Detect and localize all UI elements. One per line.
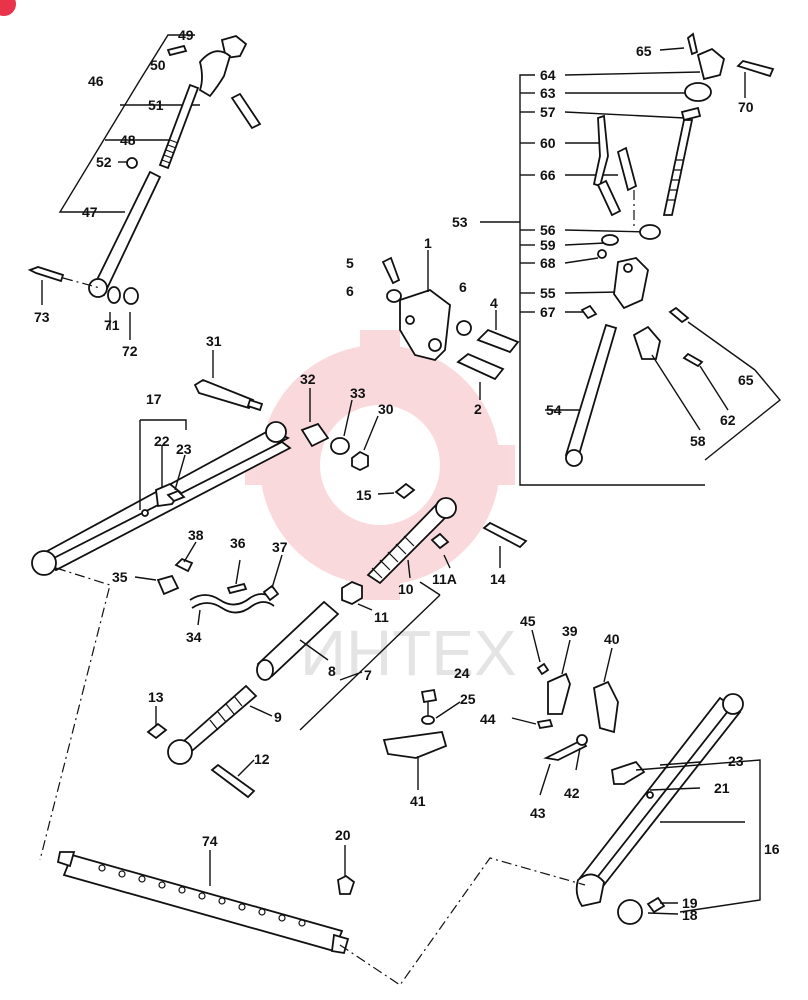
top-link-assembly	[146, 482, 528, 799]
label-60: 60	[540, 135, 556, 151]
left-lower-link	[31, 419, 292, 576]
drawbar	[56, 850, 350, 955]
label-33: 33	[350, 385, 366, 401]
label-54: 54	[546, 402, 562, 418]
label-4: 4	[490, 295, 498, 311]
label-44: 44	[480, 711, 496, 727]
label-59: 59	[540, 237, 556, 253]
label-38: 38	[188, 527, 204, 543]
label-46: 46	[88, 73, 104, 89]
drawbar-holes	[98, 864, 306, 927]
lift-rod-assembly-left	[27, 34, 262, 340]
label-63: 63	[540, 85, 556, 101]
label-20: 20	[335, 827, 351, 843]
label-71: 71	[104, 317, 120, 333]
watermark-text: ИНТЕХ	[300, 617, 517, 689]
alignment-lines	[39, 567, 586, 986]
label-45: 45	[520, 613, 536, 629]
label-11: 11	[374, 609, 389, 625]
label-5: 5	[346, 255, 354, 271]
label-41: 41	[410, 793, 426, 809]
label-65-top: 65	[636, 43, 652, 59]
label-39: 39	[562, 623, 578, 639]
label-6-right: 6	[459, 279, 467, 295]
corner-badge	[0, 0, 16, 16]
label-6-left: 6	[346, 283, 354, 299]
label-13: 13	[148, 689, 164, 705]
label-53: 53	[452, 214, 468, 230]
label-48: 48	[120, 132, 136, 148]
label-62: 62	[720, 412, 736, 428]
label-64: 64	[540, 67, 556, 83]
label-8: 8	[328, 663, 336, 679]
label-31: 31	[206, 333, 222, 349]
label-36: 36	[230, 535, 246, 551]
label-25: 25	[460, 691, 476, 707]
label-22: 22	[154, 433, 170, 449]
label-18: 18	[682, 907, 698, 923]
label-24: 24	[454, 665, 470, 681]
label-72: 72	[122, 343, 138, 359]
label-2: 2	[474, 401, 482, 417]
label-51: 51	[148, 97, 164, 113]
label-52: 52	[96, 154, 112, 170]
label-15: 15	[356, 487, 372, 503]
label-56: 56	[540, 222, 556, 238]
center-lower-parts	[337, 688, 461, 895]
label-1: 1	[424, 235, 432, 251]
label-67: 67	[540, 304, 556, 320]
right-lower-link	[575, 693, 761, 925]
label-23-left: 23	[176, 441, 192, 457]
label-42: 42	[564, 785, 580, 801]
stabilizer-parts	[511, 629, 619, 796]
label-50: 50	[150, 57, 166, 73]
label-73: 73	[34, 309, 50, 325]
label-12: 12	[254, 751, 270, 767]
label-49: 49	[178, 27, 194, 43]
label-57: 57	[540, 104, 556, 120]
label-9: 9	[274, 709, 282, 725]
label-16: 16	[764, 841, 780, 857]
label-23-right: 23	[728, 753, 744, 769]
label-17: 17	[146, 391, 162, 407]
label-55: 55	[540, 285, 556, 301]
label-70: 70	[738, 99, 754, 115]
label-7: 7	[364, 667, 372, 683]
label-35: 35	[112, 569, 128, 585]
center-bracket-assembly	[193, 250, 520, 472]
callout-labels: 49 50 46 51 48 52 47 73 71 72 1 5 6 6 4 …	[34, 27, 780, 923]
label-32: 32	[300, 371, 316, 387]
label-65-right: 65	[738, 372, 754, 388]
label-10: 10	[398, 581, 414, 597]
leveling-box-assembly	[480, 32, 781, 486]
label-68: 68	[540, 255, 556, 271]
label-21: 21	[714, 780, 730, 796]
label-66: 66	[540, 167, 556, 183]
label-40: 40	[604, 631, 620, 647]
label-47: 47	[82, 204, 98, 220]
label-11a: 11A	[432, 571, 457, 587]
label-34: 34	[186, 629, 202, 645]
label-19: 19	[682, 895, 698, 911]
label-37: 37	[272, 539, 288, 555]
label-14: 14	[490, 571, 506, 587]
check-chain-assembly	[134, 541, 283, 626]
label-58: 58	[690, 433, 706, 449]
label-30: 30	[378, 401, 394, 417]
label-74: 74	[202, 833, 218, 849]
label-43: 43	[530, 805, 546, 821]
